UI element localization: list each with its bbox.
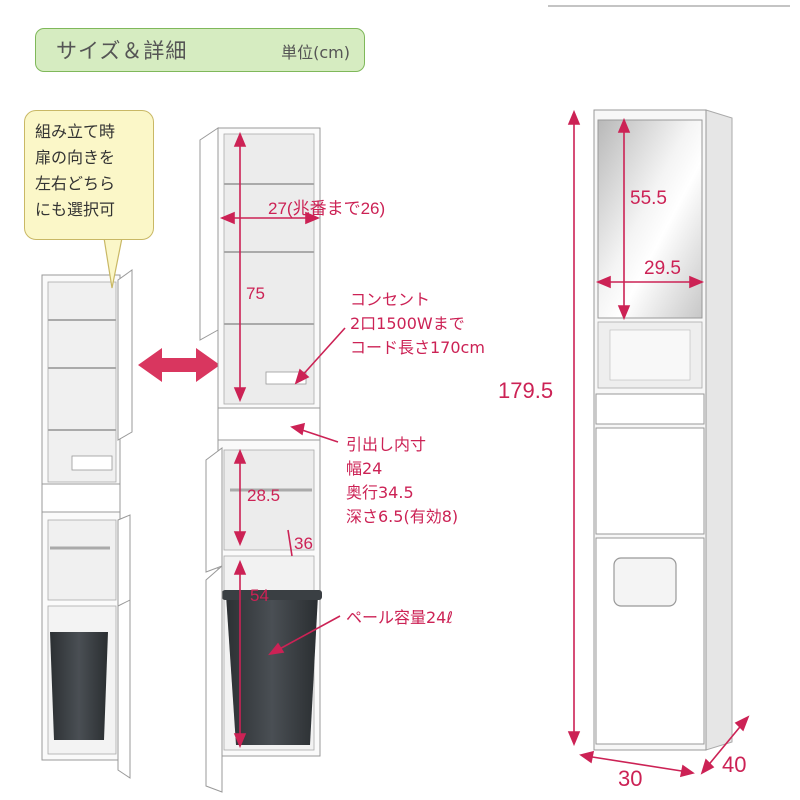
width-label: 30 [618,766,643,791]
large-lower-door [205,564,223,793]
small-upper-door [117,269,133,441]
callout-line: 扉の向きを [35,148,116,167]
large-upper-door [199,127,219,341]
depth-label: 40 [722,752,747,777]
section-header: サイズ＆詳細 単位(cm) [35,28,365,72]
small-pail [50,632,108,740]
large-pail [226,595,318,745]
drawer-note-line: 引出し内寸 [346,435,427,454]
outlet-note: コンセント 2口1500Wまで コード長さ170cm [350,288,485,360]
front-cabinet [593,109,733,751]
small-outlet [71,455,113,471]
unit-label: 単位(cm) [281,43,350,62]
door-direction-callout: 組み立て時 扉の向きを 左右どちら にも選択可 [24,110,154,240]
middle-dimension-lines [219,131,346,749]
shelf-width-label: 27(兆番まで26) [268,199,386,218]
total-height-label: 179.5 [498,378,554,403]
outlet-note-line: コード長さ170cm [350,338,485,357]
callout-line: 左右どちら [35,174,116,193]
door-swap-arrow [138,348,220,382]
front-dimension-lines [567,109,750,778]
drawer-note: 引出し内寸 幅24 奥行34.5 深さ6.5(有効8) [346,433,458,529]
outlet-note-line: コンセント [350,290,431,309]
mirror-width-label: 29.5 [644,258,681,279]
drawer-note-line: 奥行34.5 [346,483,414,502]
mirror-height-label: 55.5 [630,188,667,209]
mirror-door [597,119,703,319]
front-middle-door [595,427,705,535]
pail-height-label: 54 [250,586,269,605]
section-title: サイズ＆詳細 [56,39,188,63]
front-drawer [595,393,705,425]
small-middle-door [117,514,131,611]
small-clearance-label: 36 [294,534,313,553]
outlet-note-line: 2口1500Wまで [350,314,465,333]
drawer-note-line: 幅24 [346,459,383,478]
upper-height-label: 75 [246,284,265,303]
small-drawer [41,483,121,513]
large-cabinet [199,127,322,793]
pail-capacity-note: ペール容量24ℓ [346,608,453,627]
small-cabinet [41,269,133,779]
drawer-section-height-label: 28.5 [247,486,281,505]
pail-lid-window [613,557,677,607]
callout-line: 組み立て時 [35,122,116,141]
small-lower-door [117,599,131,779]
drawer-note-line: 深さ6.5(有効8) [346,507,459,526]
callout-line: にも選択可 [35,200,116,219]
large-middle-door [205,447,223,573]
